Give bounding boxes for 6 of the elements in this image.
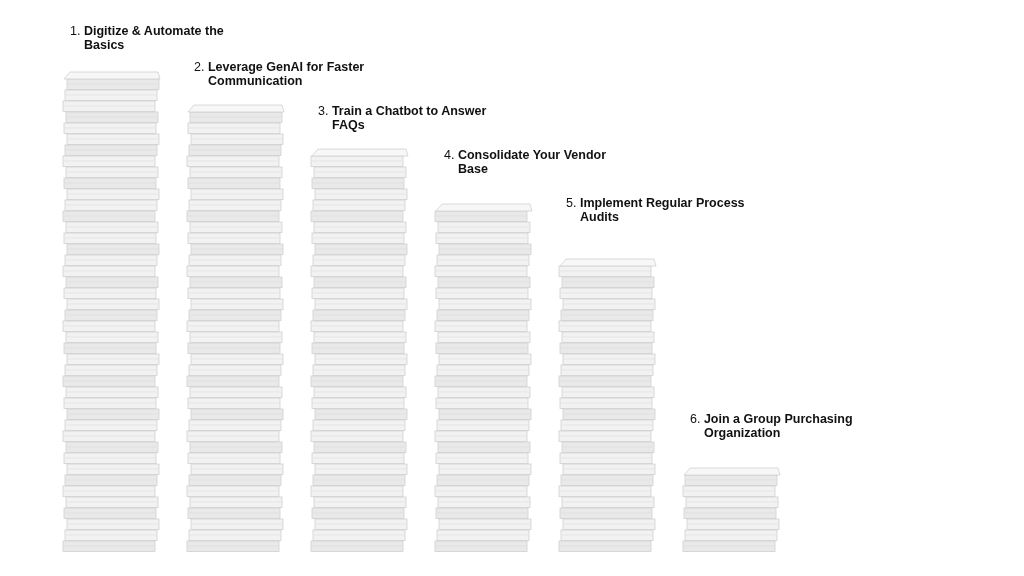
step-label: 2. Leverage GenAI for Faster Communication — [194, 60, 366, 88]
step-label: 1. Digitize & Automate the Basics — [70, 24, 225, 52]
step-label: 6. Join a Group Purchasing Organization — [690, 412, 854, 440]
step-label: 3. Train a Chatbot to Answer FAQs — [318, 104, 488, 132]
step-label: 4. Consolidate Your Vendor Base — [444, 148, 608, 176]
step-label: 5. Implement Regular Process Audits — [566, 196, 746, 224]
